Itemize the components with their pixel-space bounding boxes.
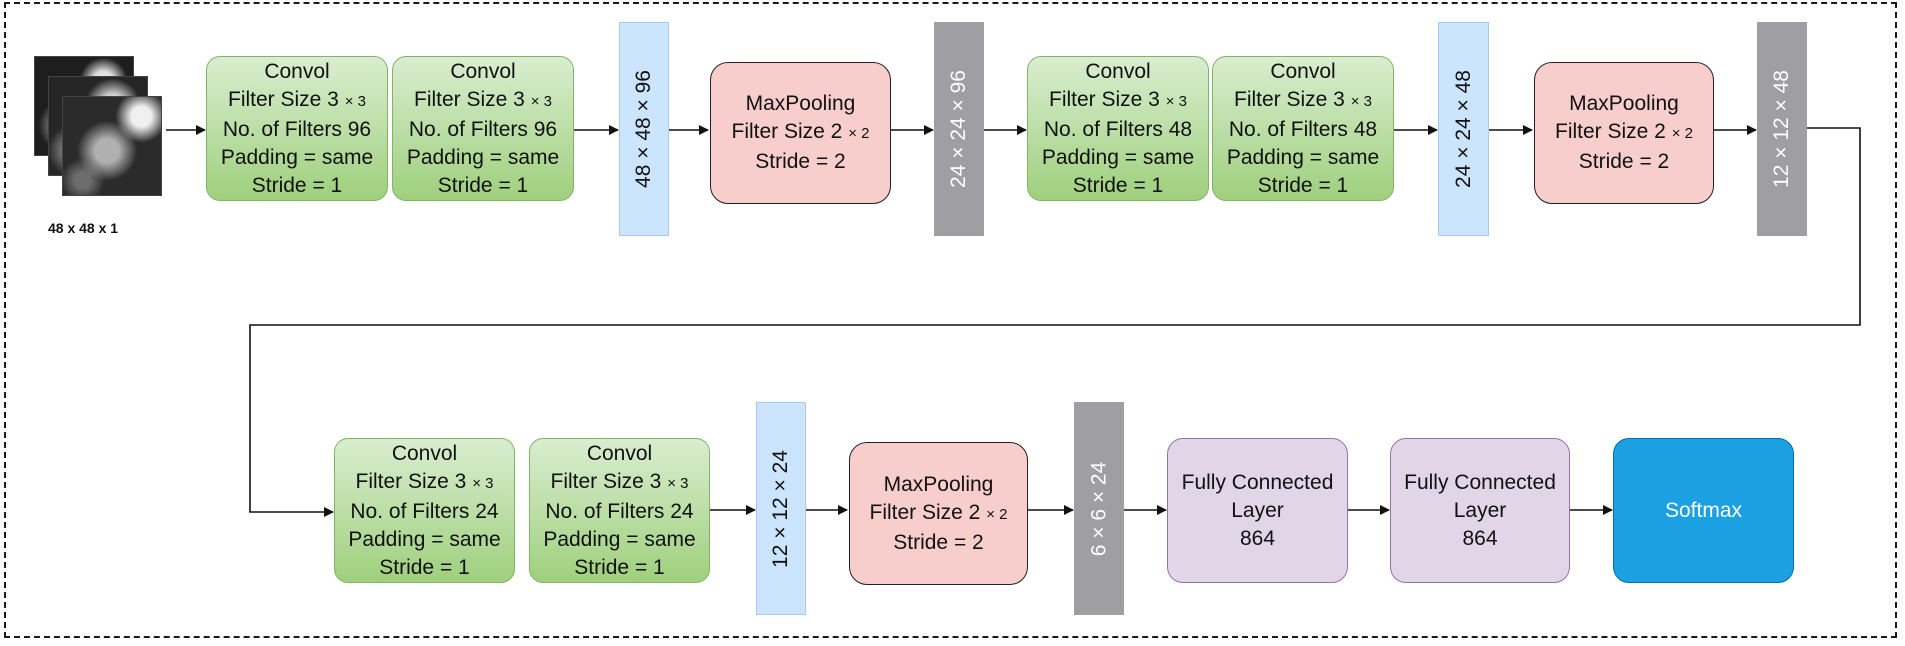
shape-label: 24 × 24 × 48 [1451, 70, 1475, 188]
conv-filter-count: No. of Filters 48 [1228, 117, 1378, 141]
conv-stride: Stride = 1 [437, 173, 529, 197]
conv-block-5: Convol Filter Size 3 × 3 No. of Filters … [334, 438, 515, 583]
conv-padding: Padding = same [1226, 145, 1380, 169]
fc-label-line1: Fully Connected [1404, 470, 1556, 494]
shape-label: 24 × 24 × 96 [947, 70, 971, 188]
pool-stride: Stride = 2 [755, 150, 846, 173]
shape-label: 48 × 48 × 96 [632, 70, 656, 188]
fc-units: 864 [1239, 526, 1276, 550]
fc-label-line2: Layer [1453, 498, 1507, 522]
conv-stride: Stride = 1 [379, 555, 470, 579]
conv-filter-size: Filter Size 3 × 3 [355, 469, 494, 493]
shape-bar-3: 24 × 24 × 48 [1438, 22, 1489, 236]
conv-stride: Stride = 1 [1072, 173, 1164, 197]
conv-filter-count: No. of Filters 24 [350, 499, 499, 523]
conv-title: Convol [264, 59, 330, 83]
shape-bar-4: 12 × 12 × 48 [1757, 22, 1807, 236]
maxpool-block-3: MaxPooling Filter Size 2 × 2 Stride = 2 [849, 442, 1028, 585]
pool-filter-size: Filter Size 2 × 2 [869, 500, 1008, 524]
pool-filter-size: Filter Size 2 × 2 [1555, 120, 1693, 143]
conv-padding: Padding = same [1041, 145, 1195, 169]
softmax-block: Softmax [1613, 438, 1794, 583]
conv-filter-size: Filter Size 3 × 3 [414, 87, 552, 111]
conv-filter-count: No. of Filters 96 [222, 117, 372, 141]
shape-label: 12 × 12 × 48 [1770, 70, 1794, 188]
conv-filter-size: Filter Size 3 × 3 [228, 87, 366, 111]
conv-filter-size: Filter Size 3 × 3 [1049, 87, 1187, 111]
conv-padding: Padding = same [220, 145, 374, 169]
conv-title: Convol [586, 441, 653, 465]
pool-title: MaxPooling [883, 472, 994, 496]
conv-stride: Stride = 1 [574, 555, 665, 579]
shape-bar-6: 6 × 6 × 24 [1074, 402, 1124, 615]
shape-bar-5: 12 × 12 × 24 [756, 402, 806, 615]
conv-filter-count: No. of Filters 48 [1043, 117, 1193, 141]
conv-stride: Stride = 1 [251, 173, 343, 197]
input-image-3 [62, 96, 162, 196]
pool-title: MaxPooling [1569, 92, 1679, 115]
shape-bar-2: 24 × 24 × 96 [934, 22, 984, 236]
conv-title: Convol [450, 59, 516, 83]
fully-connected-layer-2: Fully Connected Layer 864 [1390, 438, 1570, 583]
dashed-frame [4, 2, 1897, 638]
conv-block-3: Convol Filter Size 3 × 3 No. of Filters … [1027, 56, 1209, 201]
conv-filter-size: Filter Size 3 × 3 [550, 469, 689, 493]
conv-title: Convol [391, 441, 458, 465]
conv-title: Convol [1270, 59, 1336, 83]
conv-block-6: Convol Filter Size 3 × 3 No. of Filters … [529, 438, 710, 583]
shape-label: 12 × 12 × 24 [769, 449, 793, 568]
maxpool-block-2: MaxPooling Filter Size 2 × 2 Stride = 2 [1534, 62, 1714, 204]
shape-bar-1: 48 × 48 × 96 [619, 22, 669, 236]
maxpool-block-1: MaxPooling Filter Size 2 × 2 Stride = 2 [710, 62, 891, 204]
conv-filter-count: No. of Filters 96 [408, 117, 558, 141]
wrap-connector [249, 127, 1861, 517]
fc-label-line2: Layer [1231, 498, 1284, 522]
conv-title: Convol [1085, 59, 1151, 83]
conv-padding: Padding = same [543, 527, 696, 551]
shape-label: 6 × 6 × 24 [1087, 461, 1110, 556]
fc-units: 864 [1462, 526, 1498, 550]
fully-connected-layer-1: Fully Connected Layer 864 [1167, 438, 1348, 583]
input-image-stack [34, 56, 164, 196]
conv-block-4: Convol Filter Size 3 × 3 No. of Filters … [1212, 56, 1394, 201]
conv-padding: Padding = same [348, 527, 501, 551]
conv-filter-size: Filter Size 3 × 3 [1234, 87, 1372, 111]
fc-label-line1: Fully Connected [1181, 470, 1334, 494]
pool-title: MaxPooling [745, 92, 856, 115]
input-shape-caption: 48 x 48 x 1 [48, 220, 119, 236]
conv-block-2: Convol Filter Size 3 × 3 No. of Filters … [392, 56, 574, 201]
conv-padding: Padding = same [406, 145, 560, 169]
softmax-label: Softmax [1664, 498, 1743, 522]
pool-stride: Stride = 2 [1578, 150, 1670, 173]
pool-filter-size: Filter Size 2 × 2 [731, 120, 870, 143]
pool-stride: Stride = 2 [893, 530, 984, 554]
conv-stride: Stride = 1 [1257, 173, 1349, 197]
conv-block-1: Convol Filter Size 3 × 3 No. of Filters … [206, 56, 388, 201]
conv-filter-count: No. of Filters 24 [545, 499, 694, 523]
